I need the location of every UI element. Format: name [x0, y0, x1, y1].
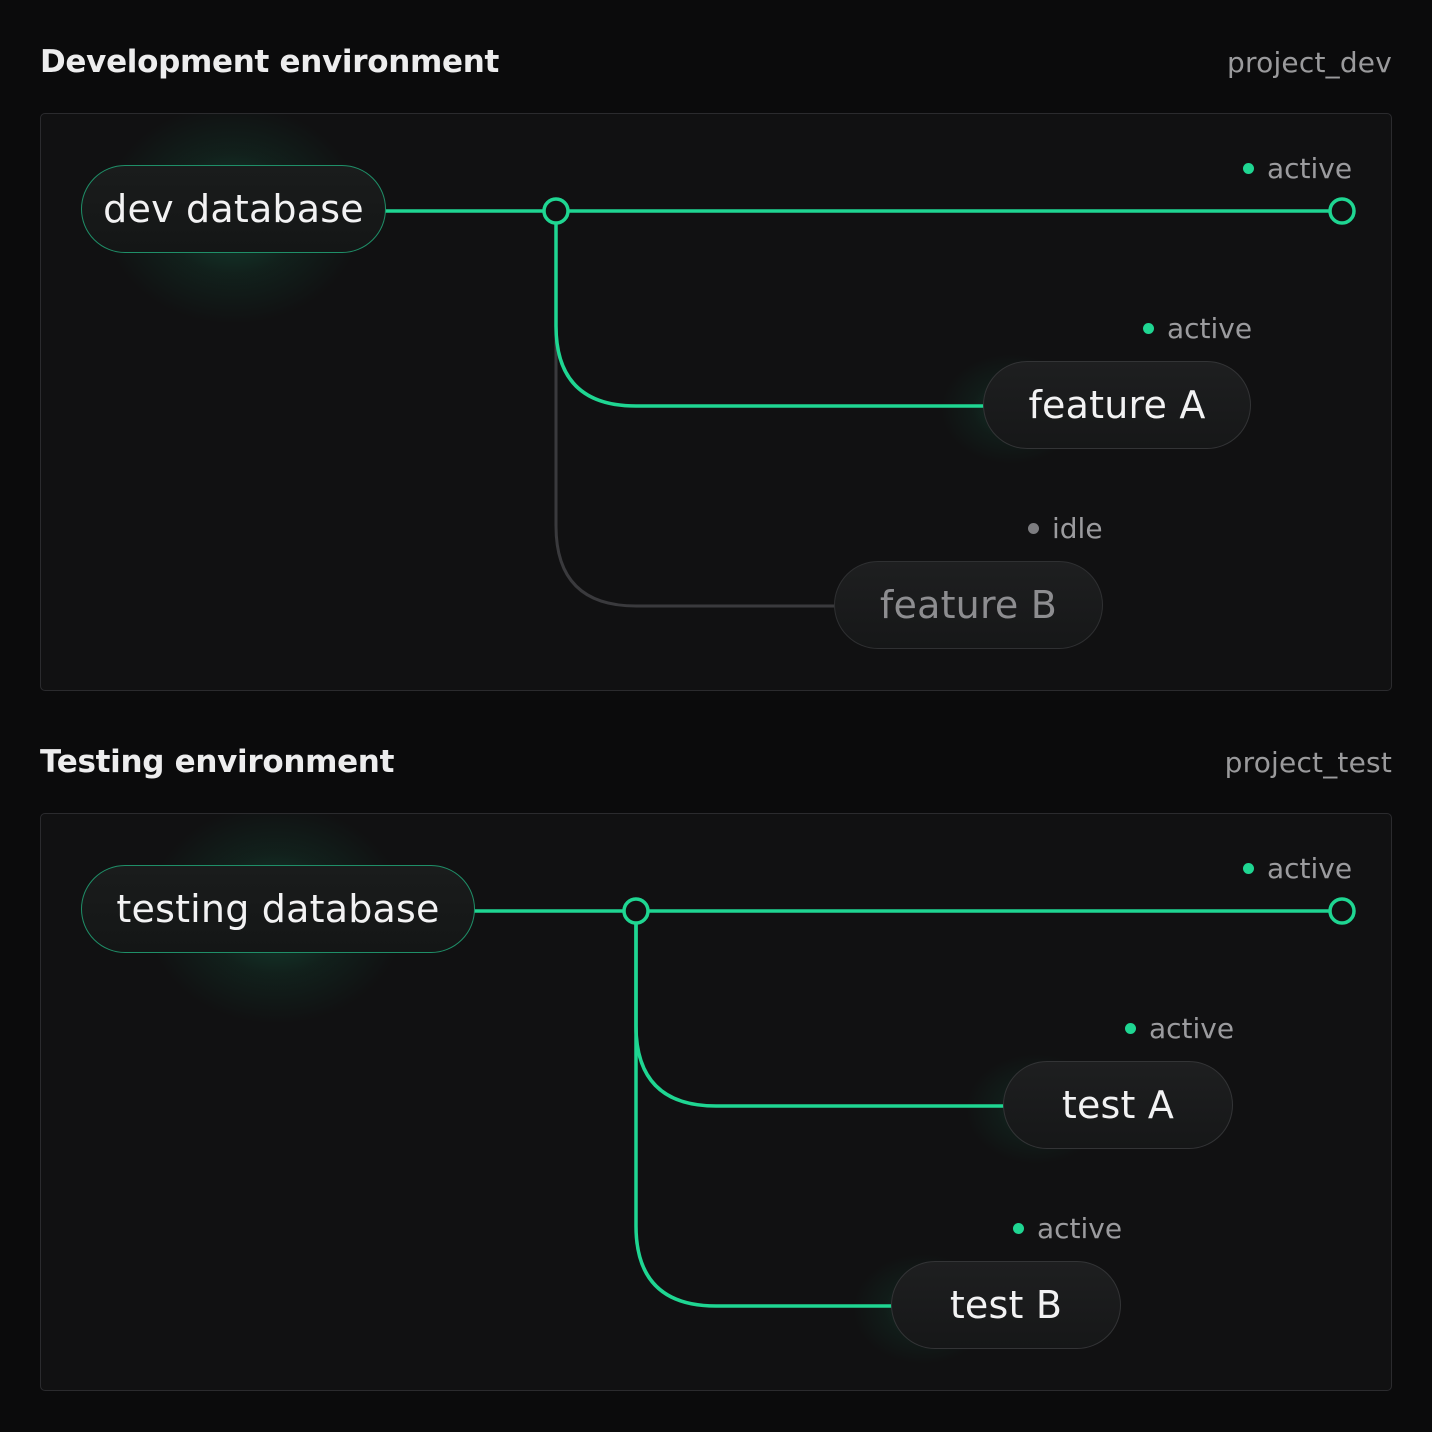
root-database-label: dev database: [103, 187, 364, 231]
branch-point-node: [542, 197, 570, 225]
branch-status-badge: active: [1143, 312, 1252, 345]
branch-status-badge: active: [1125, 1012, 1234, 1045]
status-dot-icon: [1028, 523, 1039, 534]
branch-label: test B: [949, 1283, 1063, 1327]
branch-node-test-b[interactable]: test B: [891, 1261, 1121, 1349]
branch-node-feature-b[interactable]: feature B: [834, 561, 1103, 649]
section-title: Testing environment: [40, 744, 395, 780]
status-dot-icon: [1143, 323, 1154, 334]
test-environment-panel: testing database active test A active te…: [40, 813, 1392, 1391]
root-database-node[interactable]: testing database: [81, 865, 475, 953]
branch-label: feature B: [879, 583, 1058, 627]
root-database-node[interactable]: dev database: [81, 165, 386, 253]
status-label: active: [1267, 852, 1353, 885]
root-status-badge: active: [1243, 152, 1352, 185]
dev-environment-panel: dev database active feature A active fea…: [40, 113, 1392, 691]
section-title: Development environment: [40, 44, 500, 80]
branch-point-node: [622, 897, 650, 925]
status-label: active: [1267, 152, 1353, 185]
project-name: project_dev: [1227, 45, 1392, 79]
status-dot-icon: [1243, 863, 1254, 874]
root-database-label: testing database: [116, 887, 440, 931]
branch-node-feature-a[interactable]: feature A: [983, 361, 1251, 449]
root-status-badge: active: [1243, 852, 1352, 885]
status-label: idle: [1052, 512, 1103, 545]
status-dot-icon: [1013, 1223, 1024, 1234]
branch-line-test-a: [634, 911, 1005, 1108]
head-node: [1328, 197, 1356, 225]
branch-diagram: [385, 197, 1356, 608]
branch-status-badge: idle: [1028, 512, 1103, 545]
branch-diagram: [474, 897, 1356, 1308]
status-dot-icon: [1125, 1023, 1136, 1034]
branch-line-feature-b: [554, 211, 836, 608]
dev-environment-header: Development environment project_dev: [40, 42, 1392, 82]
test-environment-header: Testing environment project_test: [40, 742, 1392, 782]
status-label: active: [1037, 1212, 1123, 1245]
branch-label: feature A: [1028, 383, 1206, 427]
branch-node-test-a[interactable]: test A: [1003, 1061, 1233, 1149]
branch-line-feature-a: [554, 211, 985, 408]
branch-line-test-b: [634, 911, 893, 1308]
branch-label: test A: [1061, 1083, 1175, 1127]
head-node: [1328, 897, 1356, 925]
project-name: project_test: [1224, 745, 1392, 779]
branch-status-badge: active: [1013, 1212, 1122, 1245]
status-dot-icon: [1243, 163, 1254, 174]
status-label: active: [1149, 1012, 1235, 1045]
status-label: active: [1167, 312, 1253, 345]
